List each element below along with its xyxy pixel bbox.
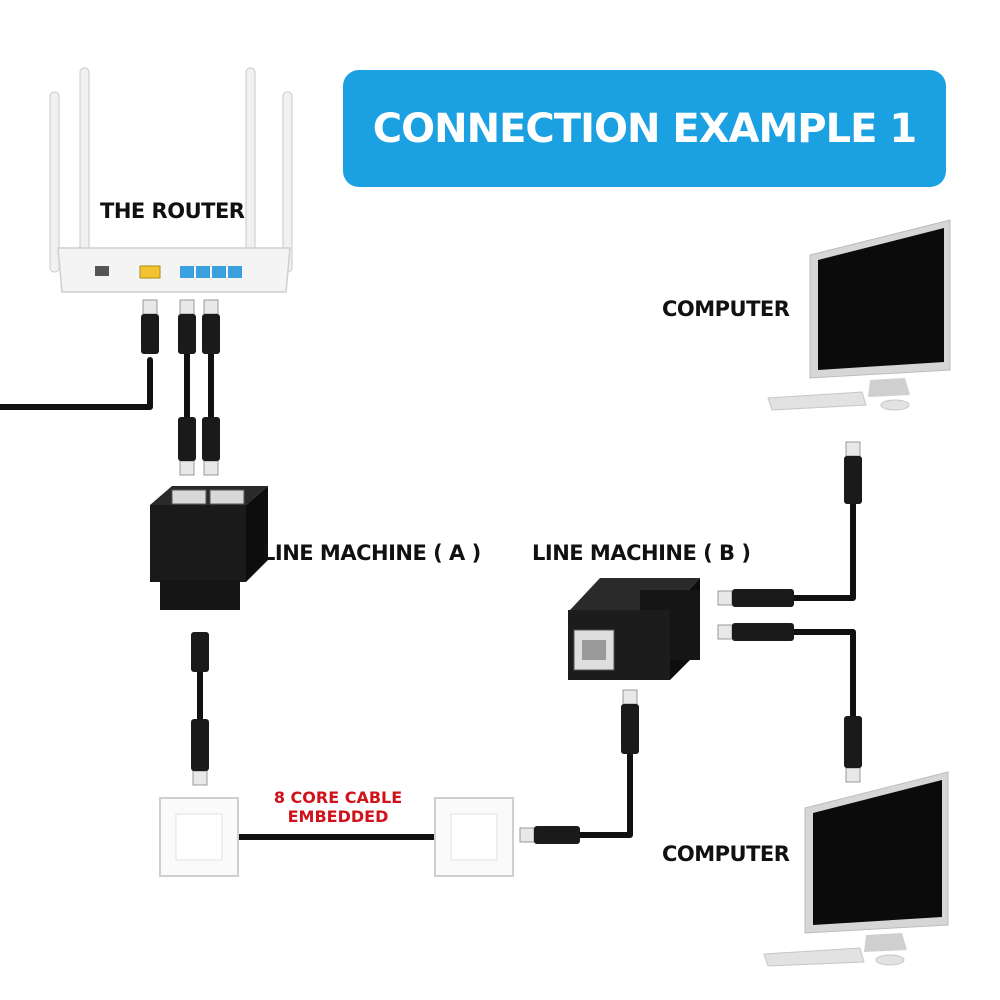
machine-b-to-bottom-computer-cable (787, 629, 856, 763)
router-port-lan (180, 266, 194, 278)
plug-splitter-b-out-1 (717, 589, 794, 607)
plug-computer-bottom (844, 716, 862, 783)
plug-computer-top (844, 441, 862, 504)
splitter-b-device (568, 578, 700, 680)
cable-label-line1: 8 CORE CABLE (273, 788, 403, 807)
router-antenna (49, 91, 60, 273)
title-banner: CONNECTION EXAMPLE 1 (343, 70, 946, 187)
router-port-wan (139, 265, 161, 279)
plug-wan (141, 299, 159, 354)
plug-wallplate-a (191, 719, 209, 786)
computer-top-label: COMPUTER (662, 297, 790, 321)
wallplate-to-machine-b-cable (557, 707, 633, 838)
computer-top-device (767, 219, 951, 411)
plug-lan-1 (178, 299, 196, 354)
plug-splitter-b-out-2 (717, 623, 794, 641)
wall-plate-a (159, 797, 239, 877)
router-port-lan (228, 266, 242, 278)
diagram-title: CONNECTION EXAMPLE 1 (372, 105, 917, 152)
rj45-plugs (141, 299, 862, 844)
machine-b-to-top-computer-cable (787, 472, 856, 601)
router-port-lan (212, 266, 226, 278)
line-machine-b-label: LINE MACHINE ( B ) (532, 541, 751, 565)
wan-cable (0, 357, 153, 410)
router-port-lan (196, 266, 210, 278)
plug-splitter-b-in (621, 689, 639, 754)
router-body (57, 247, 291, 293)
mouse (875, 954, 905, 966)
router-antenna (282, 91, 293, 273)
splitter-a-port (209, 489, 245, 505)
mouse (880, 399, 910, 411)
keyboard (763, 947, 865, 967)
computer-bottom-label: COMPUTER (662, 842, 790, 866)
router-device (49, 67, 293, 293)
cable-label: 8 CORE CABLE EMBEDDED (268, 788, 408, 826)
cable-label-line2: EMBEDDED (287, 807, 389, 826)
plug-wallplate-b (519, 826, 580, 844)
splitter-a-port (171, 489, 207, 505)
wall-plate-b (434, 797, 514, 877)
plug-splitter-a-1 (178, 417, 196, 476)
splitter-a-device (150, 486, 268, 610)
line-machine-a-label: LINE MACHINE ( A ) (262, 541, 481, 565)
router-label: THE ROUTER (100, 199, 245, 223)
computer-bottom-device (763, 771, 949, 967)
router-antenna (245, 67, 256, 269)
plug-splitter-a-out (191, 632, 209, 672)
plug-splitter-a-2 (202, 417, 220, 476)
router-antenna (79, 67, 90, 269)
plug-lan-2 (202, 299, 220, 354)
keyboard (767, 391, 867, 411)
